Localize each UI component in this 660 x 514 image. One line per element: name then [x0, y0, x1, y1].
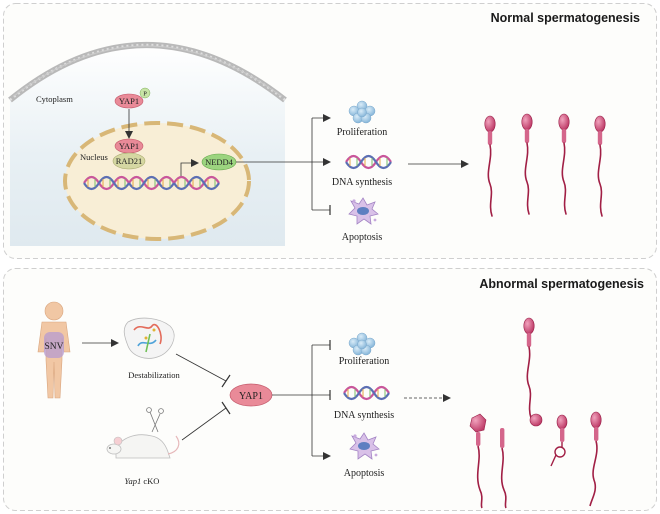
yap1-label: YAP1: [239, 391, 263, 402]
human-body-icon: [37, 301, 71, 399]
dna-synthesis-label-normal: DNA synthesis: [332, 177, 392, 188]
sperm-icon: [589, 411, 602, 507]
protein-structure-icon: [123, 317, 175, 359]
sperm-icon: [469, 413, 487, 509]
cko-inhibit-bar: [221, 401, 231, 415]
normal-title: Normal spermatogenesis: [491, 11, 640, 25]
svg-text:YAP1: YAP1: [119, 96, 139, 106]
svg-text:RAD21: RAD21: [116, 156, 142, 166]
yap1-cko-label: Yap1 cKO: [125, 476, 160, 486]
destabilization-inhibit-bar: [221, 374, 231, 388]
yap1-phospho-group: YAP1 P: [114, 87, 151, 109]
sperm-icon: [529, 413, 543, 427]
svg-text:YAP1: YAP1: [119, 141, 139, 151]
sperm-icon: [550, 414, 568, 467]
abnormal-panel: [3, 268, 657, 511]
destabilization-inhibit-line: [175, 353, 227, 382]
snv-label: SNV: [44, 342, 63, 352]
cytoplasm-label: Cytoplasm: [36, 94, 73, 104]
nucleus-label: Nucleus: [80, 152, 108, 162]
mouse-icon: [106, 407, 180, 459]
dna-synthesis-label-abnormal: DNA synthesis: [334, 410, 394, 421]
sperm-icon: [500, 428, 507, 509]
proliferation-label-normal: Proliferation: [337, 127, 388, 138]
proliferation-label-abnormal: Proliferation: [339, 356, 390, 367]
yap1-rad21-complex: YAP1 RAD21: [112, 138, 146, 170]
cko-inhibit-line: [181, 407, 227, 441]
apoptosis-label-normal: Apoptosis: [342, 232, 383, 243]
nedd4-promoter-arrow: [180, 159, 199, 176]
abnormal-title: Abnormal spermatogenesis: [479, 277, 644, 291]
destabilization-label: Destabilization: [128, 370, 180, 380]
apoptosis-label-abnormal: Apoptosis: [344, 468, 385, 479]
nedd4-label: NEDD4: [205, 157, 234, 167]
svg-text:P: P: [143, 91, 147, 98]
